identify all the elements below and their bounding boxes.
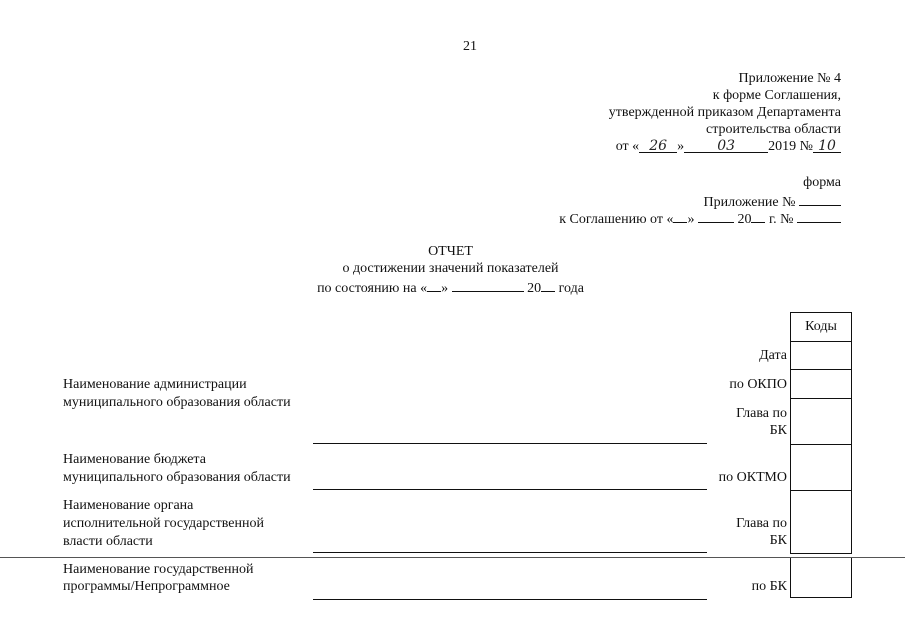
date-prefix: от « — [615, 139, 640, 154]
appendix-line-1: Приложение № 4 — [738, 71, 842, 86]
blank-field — [697, 208, 734, 223]
date-day: 26 — [639, 138, 678, 154]
code-cell-okpo — [790, 369, 852, 399]
as-of-text-c: 20 — [527, 281, 542, 296]
field-line-program — [313, 599, 707, 600]
date-mid: » — [677, 139, 685, 154]
label-okpo: по ОКПО — [729, 377, 787, 392]
code-cell-glava-bk-2 — [790, 490, 852, 554]
as-of-text-a: по состоянию на « — [317, 281, 428, 296]
label-glava-1a: Глава по — [736, 406, 787, 421]
appendix-line-3: утвержденной приказом Департамента — [608, 105, 841, 120]
blank-field — [799, 191, 841, 206]
code-cell-oktmo — [790, 444, 852, 491]
label-budget-2: муниципального образования области — [63, 470, 291, 485]
codes-header: Коды — [790, 312, 852, 342]
agreement-text-b: » — [687, 212, 695, 227]
label-organ-3: власти области — [63, 534, 153, 549]
as-of-text-d: года — [558, 281, 584, 296]
blank-field — [673, 208, 688, 223]
form-appendix-line: Приложение № — [703, 191, 841, 211]
label-admin-2: муниципального образования области — [63, 395, 291, 410]
date-year: 2019 № — [768, 139, 813, 154]
appendix-line-2: к форме Соглашения, — [712, 88, 841, 103]
label-po-bk: по БК — [751, 579, 787, 594]
label-oktmo: по ОКТМО — [718, 470, 787, 485]
form-appendix-no: Приложение № — [703, 195, 796, 210]
label-date: Дата — [759, 348, 787, 363]
field-line-admin — [313, 443, 707, 444]
label-budget-1: Наименование бюджета — [63, 452, 206, 467]
agreement-text-d: г. № — [768, 212, 794, 227]
code-cell-po-bk — [790, 558, 852, 598]
as-of-text-b: » — [441, 281, 449, 296]
form-agreement-line: к Соглашению от « » 20 г. № — [559, 208, 841, 228]
label-glava-2a: Глава по — [736, 516, 787, 531]
report-title: ОТЧЕТ — [428, 244, 473, 259]
label-organ-1: Наименование органа — [63, 498, 194, 513]
code-cell-glava-bk-1 — [790, 398, 852, 445]
blank-field — [751, 208, 766, 223]
blank-field — [541, 277, 556, 292]
appendix-line-4: строительства области — [706, 122, 841, 137]
label-glava-2b: БК — [769, 533, 787, 548]
field-line-organ — [313, 552, 707, 553]
page-break-line — [0, 557, 905, 558]
agreement-text-a: к Соглашению от « — [559, 212, 674, 227]
label-admin-1: Наименование администрации — [63, 377, 247, 392]
agreement-text-c: 20 — [737, 212, 752, 227]
label-glava-1b: БК — [769, 423, 787, 438]
report-as-of-line: по состоянию на « » 20 года — [0, 277, 903, 297]
label-organ-2: исполнительной государственной — [63, 516, 264, 531]
blank-field — [427, 277, 442, 292]
code-cell-date — [790, 341, 852, 370]
label-program-1: Наименование государственной — [63, 562, 254, 577]
date-month: 03 — [684, 138, 769, 154]
date-number: 10 — [813, 138, 841, 154]
field-line-budget — [313, 489, 707, 490]
form-label: форма — [803, 175, 841, 190]
blank-field — [797, 208, 841, 223]
page-number: 21 — [463, 39, 477, 54]
label-program-2: программы/Непрограммное — [63, 579, 230, 594]
report-subtitle: о достижении значений показателей — [342, 261, 559, 276]
blank-field — [451, 277, 524, 292]
